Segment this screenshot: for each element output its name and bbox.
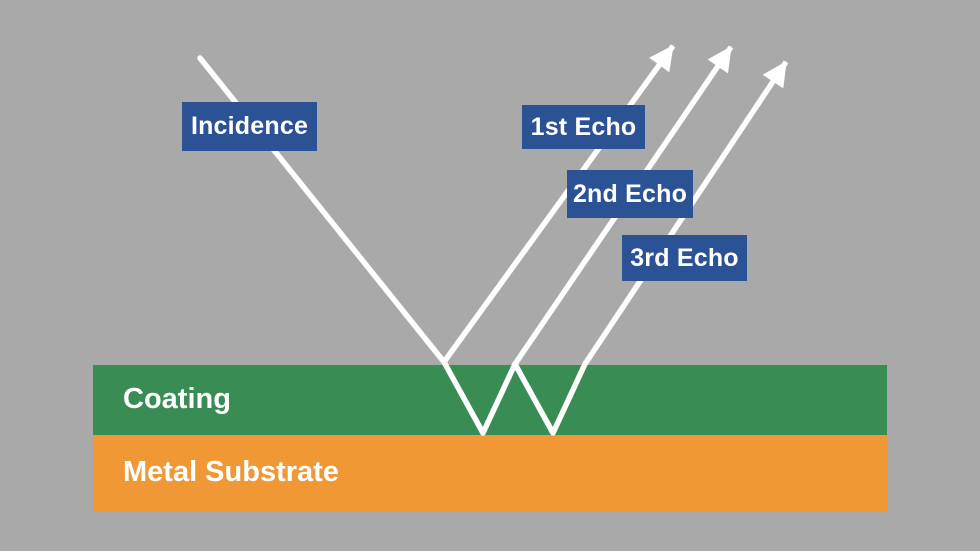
substrate-layer bbox=[93, 435, 887, 512]
echo-1-ray bbox=[441, 44, 676, 364]
echo-3-label: 3rd Echo bbox=[622, 235, 747, 281]
coating-layer-label: Coating bbox=[123, 383, 231, 415]
echo-2-label: 2nd Echo bbox=[567, 170, 693, 218]
incidence-label: Incidence bbox=[182, 102, 317, 151]
incidence-ray bbox=[197, 55, 588, 436]
echo-1-label: 1st Echo bbox=[522, 105, 645, 149]
substrate-layer-label: Metal Substrate bbox=[123, 456, 339, 488]
